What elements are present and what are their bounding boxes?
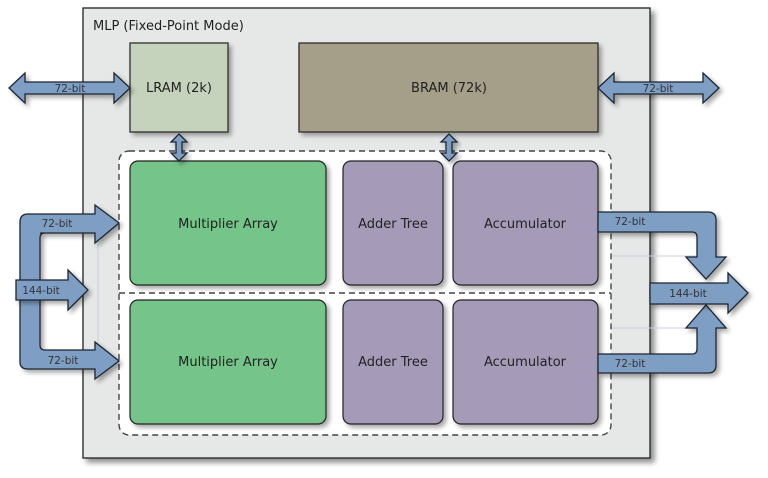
lram-io-arrow: [8, 71, 131, 105]
adder-tree-label: Adder Tree: [358, 355, 428, 370]
bram-io-label: 72-bit: [643, 83, 674, 95]
adder-tree-block: [342, 160, 444, 286]
input-mid-arrow: [15, 268, 89, 312]
mlp-title: MLP (Fixed-Point Mode): [93, 19, 244, 34]
input-top-label: 72-bit: [42, 218, 73, 230]
multiplier-array-block: [129, 299, 327, 425]
adder-tree-block: [342, 299, 444, 425]
input-mid-label: 144-bit: [22, 285, 60, 297]
output-mid-label: 144-bit: [669, 288, 707, 300]
lram-label: LRAM (2k): [146, 81, 212, 96]
bram-io-arrow: [597, 71, 720, 105]
accumulator-label: Accumulator: [484, 355, 567, 370]
input-bottom-label: 72-bit: [48, 355, 79, 367]
output-bottom-arrow: [597, 304, 728, 374]
output-top-arrow: [597, 211, 728, 280]
bram-to-compute-arrow: [439, 133, 459, 162]
output-bottom-label: 72-bit: [615, 358, 646, 370]
lram-to-compute-arrow: [169, 133, 189, 162]
bram-label: BRAM (72k): [411, 81, 487, 96]
multiplier-array-label: Multiplier Array: [178, 355, 278, 370]
bram-block: [298, 42, 599, 133]
lram-io-label: 72-bit: [55, 83, 86, 95]
multiplier-array-block: [129, 160, 327, 286]
output-mid-arrow: [649, 271, 749, 315]
multiplier-array-label: Multiplier Array: [178, 217, 278, 232]
adder-tree-label: Adder Tree: [358, 217, 428, 232]
output-top-label: 72-bit: [615, 216, 646, 228]
accumulator-label: Accumulator: [484, 217, 567, 232]
